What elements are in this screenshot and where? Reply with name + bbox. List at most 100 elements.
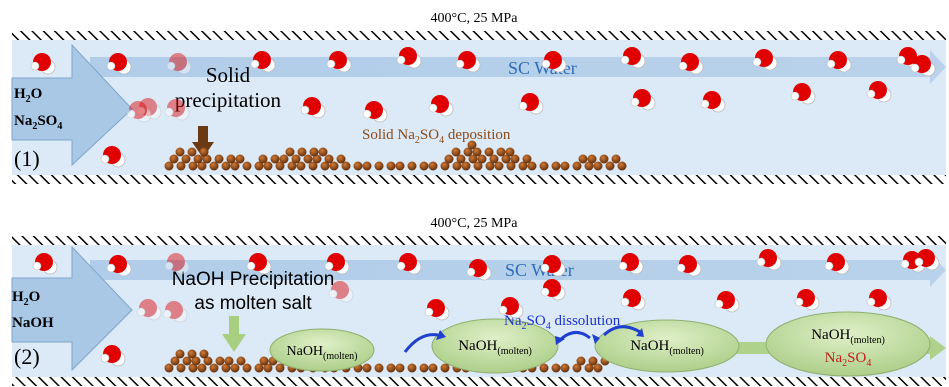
water-molecule-icon (455, 51, 481, 73)
dissolution-arrowhead-2b (592, 334, 600, 344)
salt-particle (175, 147, 185, 157)
salt-particle (440, 161, 450, 171)
salt-particle (188, 363, 198, 373)
water-molecule-icon (541, 51, 567, 73)
salt-particle (407, 363, 417, 373)
salt-particle (527, 161, 537, 171)
salt-particle (275, 161, 285, 171)
salt-particle (209, 161, 219, 171)
salt-particle (175, 349, 185, 359)
salt-particle (199, 349, 209, 359)
salt-particle (522, 154, 532, 164)
salt-particle (296, 161, 306, 171)
salt-particle (308, 161, 318, 171)
salt-particle (353, 161, 363, 171)
salt-particle (193, 154, 203, 164)
sc-water-label-1: SC Water (508, 58, 577, 78)
salt-particle (494, 161, 504, 171)
salt-particle (197, 363, 207, 373)
salt-particle (187, 349, 197, 359)
salt-particle (374, 161, 384, 171)
salt-particle (506, 161, 516, 171)
inlet-arrow (11, 43, 133, 167)
pipe-bottom-wall (12, 175, 946, 184)
water-molecule-icon (896, 47, 922, 69)
panel-2: 400°C, 25 MPa H2O NaOH (2) NaOH Precipit… (11, 216, 946, 386)
water-molecule-icon (32, 253, 58, 275)
water-molecule-icon (620, 47, 646, 69)
inlet-na2so4: Na2SO4 (14, 113, 62, 132)
water-molecule-icon (620, 289, 646, 311)
inlet-naoh: NaOH (12, 315, 54, 331)
salt-particle (199, 147, 209, 157)
salt-particle (584, 161, 594, 171)
salt-particle (270, 154, 280, 164)
water-molecule-icon (752, 49, 778, 71)
salt-particle (318, 147, 328, 157)
salt-particle (617, 161, 627, 171)
water-molecule-icon (618, 253, 644, 275)
salt-particle (419, 363, 429, 373)
water-molecule-icon (100, 345, 126, 367)
salt-particle (291, 154, 301, 164)
salt-particle (287, 161, 297, 171)
salt-particle (263, 161, 273, 171)
water-molecules-2 (32, 249, 940, 367)
salt-particle (572, 363, 582, 373)
salt-particle (320, 161, 330, 171)
salt-particle (341, 161, 351, 171)
dissolution-label: Na2SO4 dissolution (504, 313, 621, 332)
water-molecule-icon (794, 289, 820, 311)
salt-particle (242, 161, 252, 171)
case-label-2: (2) (14, 344, 40, 369)
water-molecule-icon (790, 83, 816, 105)
salt-particle (303, 154, 313, 164)
molten-naoh-blob-1 (269, 328, 375, 372)
water-molecule-icon (106, 255, 132, 277)
water-molecule-icon (700, 91, 726, 113)
inlet-h2o: H2O (14, 86, 42, 105)
salt-particle (510, 154, 520, 164)
dissolution-arrowhead-1 (436, 330, 446, 340)
salt-particle (209, 363, 219, 373)
salt-particle (202, 154, 212, 164)
salt-particle (452, 161, 462, 171)
pipe-top-wall (12, 236, 946, 245)
salt-particle (593, 161, 603, 171)
salt-particle (285, 147, 295, 157)
water-molecule-icon (162, 301, 188, 323)
water-molecule-icon (164, 99, 190, 121)
water-molecule-icon (714, 291, 740, 313)
water-molecule-icon (914, 249, 940, 271)
water-molecule-icon (328, 281, 354, 303)
water-molecule-icon (136, 299, 162, 321)
water-molecule-icon (498, 297, 524, 319)
salt-particle (362, 161, 372, 171)
molten-naoh-label-3: NaOH(molten) (630, 338, 704, 357)
water-molecule-icon (540, 279, 566, 301)
salt-particle (576, 356, 586, 366)
salt-particle (560, 161, 570, 171)
precip-down-arrow (192, 126, 214, 158)
water-molecule-icon (300, 97, 326, 119)
salt-particle (226, 154, 236, 164)
salt-particle (489, 154, 499, 164)
salt-particle (501, 154, 511, 164)
salt-particle (463, 147, 473, 157)
salt-particle (263, 363, 273, 373)
water-molecule-icon (326, 51, 352, 73)
salt-particle (444, 154, 454, 164)
salt-particle (599, 154, 609, 164)
salt-particle (329, 161, 339, 171)
water-molecule-icon (866, 81, 892, 103)
salt-particle (395, 363, 405, 373)
salt-particle (169, 154, 179, 164)
salt-particle (584, 363, 594, 373)
salt-particle (214, 154, 224, 164)
water-molecule-icon (866, 289, 892, 311)
salt-particle (593, 363, 603, 373)
water-molecule-icon (424, 299, 450, 321)
water-molecule-icon (166, 53, 192, 75)
salt-particle (176, 161, 186, 171)
deposition-label: Solid Na2SO4 deposition (362, 127, 511, 146)
